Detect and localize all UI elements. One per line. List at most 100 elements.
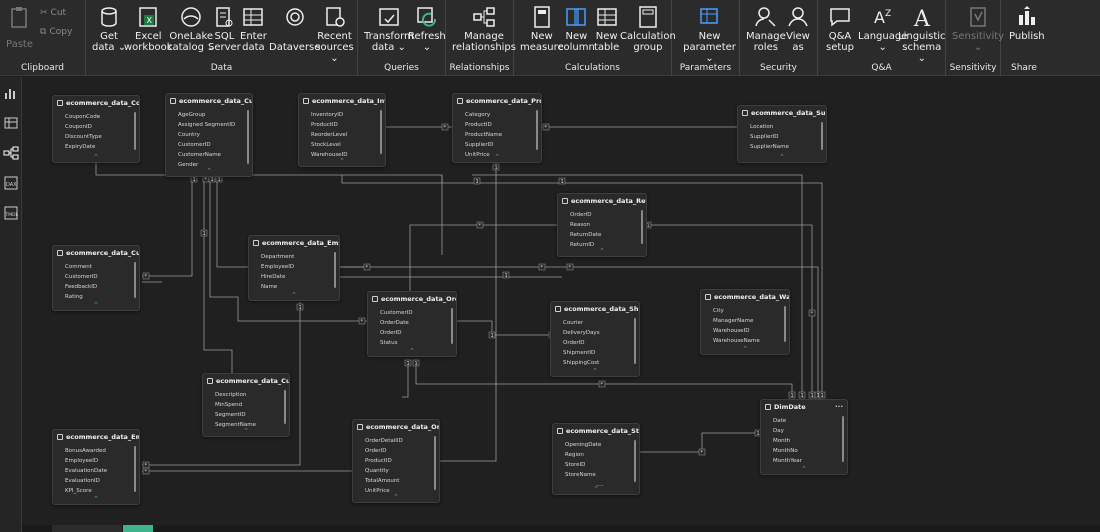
table-card-header[interactable]: ecommerce_data_Custo...··· (53, 246, 139, 260)
table-field[interactable]: Comment (65, 262, 135, 272)
cardinality-marker-box[interactable] (698, 448, 706, 456)
table-card-header[interactable]: ecommerce_data_Ware...··· (701, 290, 789, 304)
table-card-segments[interactable]: ecommerce_data_Custo...···DescriptionΣMi… (202, 373, 290, 437)
cardinality-marker-box[interactable] (358, 317, 366, 325)
table-card-header[interactable]: ecommerce_data_Orders··· (368, 292, 456, 306)
table-card-evaluations[interactable]: ecommerce_data_Empl...···BonusAwardedEmp… (52, 429, 140, 505)
table-card-header[interactable]: ecommerce_data_Custo...··· (203, 374, 289, 388)
add-layout-tab[interactable] (123, 525, 153, 532)
table-field[interactable]: ProductID (465, 120, 537, 130)
get-data-button[interactable]: Get data ⌄ (92, 5, 126, 53)
table-field[interactable]: ΣStoreID (565, 460, 635, 470)
table-card-header[interactable]: ecommerce_data_Returns··· (558, 194, 646, 208)
scrollbar[interactable] (134, 262, 136, 298)
scrollbar[interactable] (434, 436, 436, 490)
publish-button[interactable]: Publish (1009, 5, 1045, 42)
table-card-inventory[interactable]: ecommerce_data_Inven...···ΣInventoryIDPr… (298, 93, 386, 167)
table-card-header[interactable]: ecommerce_data_Order...··· (353, 420, 439, 434)
cardinality-marker-box[interactable] (538, 263, 546, 271)
table-field[interactable]: ΣShippingCost (563, 358, 635, 368)
table-card-header[interactable]: ecommerce_data_Inven...··· (299, 94, 385, 108)
enter-data-button[interactable]: Enter data (240, 5, 267, 53)
dataverse-button[interactable]: Dataverse (269, 5, 320, 53)
collapse-icon[interactable]: ⌃ (206, 167, 212, 175)
table-field[interactable]: SupplierID (465, 140, 537, 150)
table-field[interactable]: ΣReturnID (570, 240, 642, 250)
cardinality-marker-box[interactable] (476, 221, 484, 229)
table-field[interactable]: ΣCouponID (65, 122, 135, 132)
table-card-header[interactable]: ecommerce_data_Empl...··· (249, 236, 339, 250)
table-field[interactable]: Department (261, 252, 335, 262)
cardinality-marker-box[interactable] (363, 263, 371, 271)
view-as-button[interactable]: View as (786, 5, 810, 53)
model-view-icon[interactable] (3, 145, 19, 161)
table-field[interactable]: WarehouseID (311, 150, 381, 160)
table-card-employees[interactable]: ecommerce_data_Empl...···DepartmentEmplo… (248, 235, 340, 301)
table-card-header[interactable]: ecommerce_data_Custo...··· (166, 94, 252, 108)
cardinality-marker-box[interactable] (488, 331, 496, 339)
cardinality-marker-box[interactable] (542, 123, 550, 131)
table-field[interactable]: CouponCode (65, 112, 135, 122)
table-field[interactable]: Category (465, 110, 537, 120)
table-field[interactable]: ΣFeedbackID (65, 282, 135, 292)
table-field[interactable]: ΣDeliveryDays (563, 328, 635, 338)
scrollbar[interactable] (634, 440, 636, 482)
collapse-icon[interactable]: ⌃ (599, 247, 605, 255)
collapse-icon[interactable]: ⌃ (409, 347, 415, 355)
table-field[interactable]: MonthYear (773, 456, 843, 466)
cardinality-marker-box[interactable] (296, 303, 304, 311)
manage-relationships-button[interactable]: Manage relationships (452, 5, 516, 53)
table-card-shipping[interactable]: ecommerce_data_Shipp...···CourierΣDelive… (550, 301, 640, 377)
table-card-suppliers[interactable]: ecommerce_data_Suppl...···LocationSuppli… (737, 105, 827, 163)
table-field[interactable]: CustomerName (178, 150, 248, 160)
new-measure-button[interactable]: New measure (520, 5, 564, 53)
cardinality-marker-box[interactable] (142, 272, 150, 280)
more-options-icon[interactable]: ··· (835, 403, 843, 411)
table-card-dimdate[interactable]: DimDate···DateΣDayΣMonthMonthNoMonthYear… (760, 399, 848, 475)
table-field[interactable]: ΣEvaluationID (65, 476, 135, 486)
copy-button[interactable]: ⧉Copy (40, 27, 72, 37)
table-card-stores[interactable]: ecommerce_data_Store...···OpeningDateReg… (552, 423, 640, 495)
collapse-icon[interactable]: ⌃ (393, 493, 399, 501)
cardinality-marker-box[interactable] (492, 163, 500, 171)
table-field[interactable]: EvaluationDate (65, 466, 135, 476)
scrollbar[interactable] (284, 390, 286, 424)
new-parameter-button[interactable]: New parameter ⌄ (680, 5, 739, 64)
collapse-icon[interactable]: ⌃ (593, 485, 599, 493)
table-field[interactable]: EmployeeID (65, 456, 135, 466)
table-field[interactable]: SupplierName (750, 142, 822, 152)
scrollbar[interactable] (451, 308, 453, 344)
dax-query-view-icon[interactable]: DAX (3, 175, 19, 191)
table-field[interactable]: MonthNo (773, 446, 843, 456)
table-field[interactable]: ΣDay (773, 426, 843, 436)
table-field[interactable]: ΣReorderLevel (311, 130, 381, 140)
table-field[interactable]: OpeningDate (565, 440, 635, 450)
scrollbar[interactable] (821, 122, 823, 150)
table-field[interactable]: OrderID (380, 328, 452, 338)
table-field[interactable]: OrderDate (380, 318, 452, 328)
cardinality-marker-box[interactable] (598, 380, 606, 388)
calculation-group-button[interactable]: Calculation group (620, 5, 676, 53)
table-field[interactable]: SupplierID (750, 132, 822, 142)
table-field[interactable]: OrderID (365, 446, 435, 456)
cardinality-marker-box[interactable] (502, 271, 510, 279)
table-field[interactable]: ΣUnitPrice (465, 150, 537, 160)
table-field[interactable]: Country (178, 130, 248, 140)
table-field[interactable]: ΣTotalAmount (365, 476, 435, 486)
excel-workbook-button[interactable]: X Excel workbook (124, 5, 173, 53)
table-card-header[interactable]: ecommerce_data_Store...··· (553, 424, 639, 438)
scrollbar[interactable] (247, 110, 249, 164)
table-field[interactable]: ΣQuantity (365, 466, 435, 476)
collapse-icon[interactable]: ⌃ (801, 465, 807, 473)
sensitivity-button[interactable]: Sensitivity ⌄ (952, 5, 1004, 53)
table-card-header[interactable]: ecommerce_data_Coup...··· (53, 96, 139, 110)
table-card-customers[interactable]: ecommerce_data_Custo...···AgeGroupΣAssig… (165, 93, 253, 177)
qa-setup-button[interactable]: Q&A setup (826, 5, 854, 53)
table-card-header[interactable]: ecommerce_data_Produ...··· (453, 94, 541, 108)
scrollbar[interactable] (134, 446, 136, 492)
table-card-header[interactable]: ecommerce_data_Suppl...··· (738, 106, 826, 120)
table-field[interactable]: StoreName (565, 470, 635, 480)
layout-tab[interactable] (52, 525, 122, 532)
